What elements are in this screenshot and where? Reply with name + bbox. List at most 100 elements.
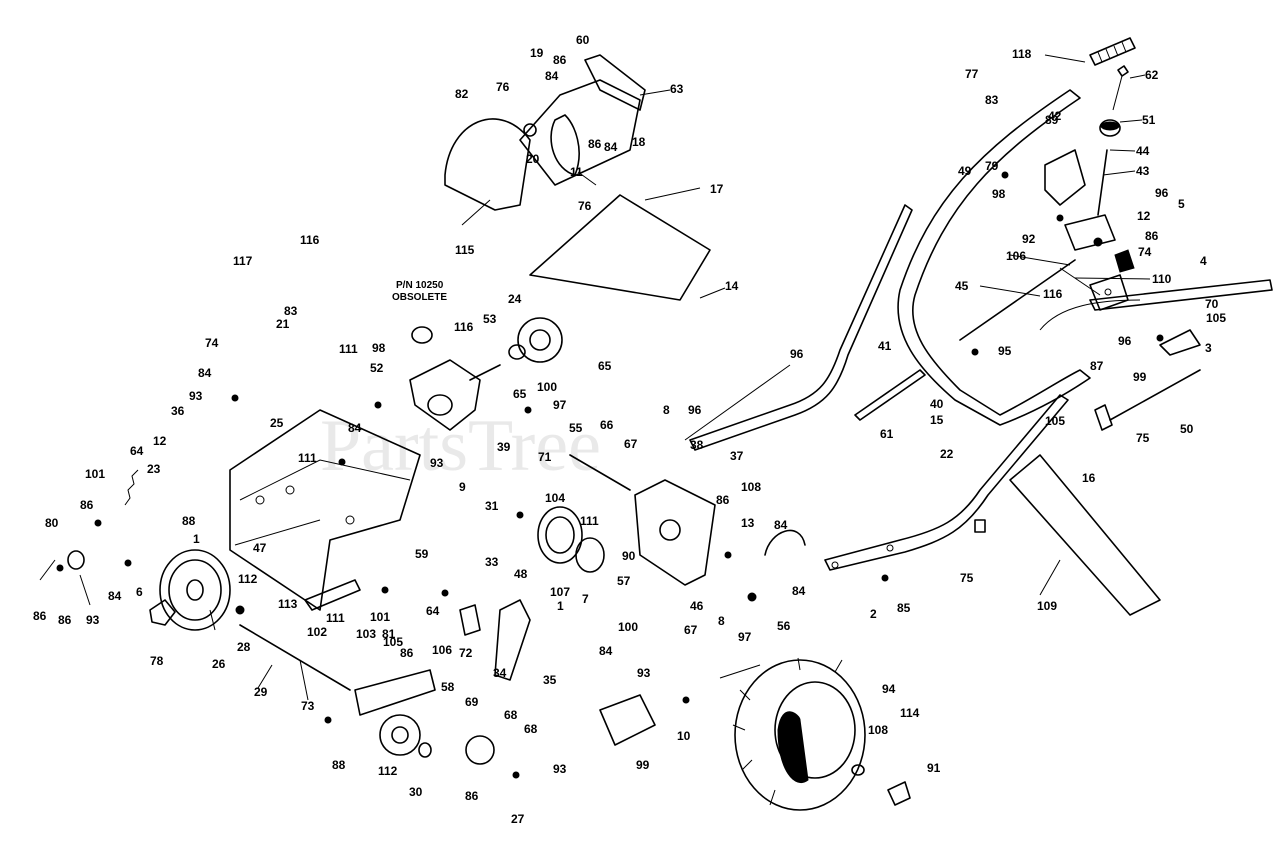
callout-55: 55 bbox=[569, 421, 583, 435]
callout-81: 81 bbox=[382, 627, 396, 641]
callout-31: 31 bbox=[485, 499, 499, 513]
callout-94: 94 bbox=[882, 682, 896, 696]
callout-63: 63 bbox=[670, 82, 684, 96]
cover-plate bbox=[529, 194, 711, 301]
callout-76: 76 bbox=[496, 80, 510, 94]
callout-23: 23 bbox=[147, 462, 161, 476]
callout-96: 96 bbox=[688, 403, 702, 417]
callout-100: 100 bbox=[537, 380, 557, 394]
callout-70: 70 bbox=[1205, 297, 1219, 311]
callout-69: 69 bbox=[465, 695, 479, 709]
callout-93: 93 bbox=[86, 613, 100, 627]
callout-layer: 1187783625144434289799849961286749210611… bbox=[33, 33, 1226, 826]
callout-108: 108 bbox=[741, 480, 761, 494]
callout-95: 95 bbox=[998, 344, 1012, 358]
cover bbox=[1009, 454, 1161, 616]
gear-case bbox=[634, 479, 716, 586]
callout-13: 13 bbox=[741, 516, 755, 530]
callout-53: 53 bbox=[483, 312, 497, 326]
callout-86: 86 bbox=[465, 789, 479, 803]
callout-4: 4 bbox=[1200, 254, 1207, 268]
callout-99: 99 bbox=[1133, 370, 1147, 384]
callout-93: 93 bbox=[637, 666, 651, 680]
belt-cover bbox=[444, 54, 646, 211]
callout-82: 82 bbox=[455, 87, 469, 101]
callout-15: 15 bbox=[930, 413, 944, 427]
callout-79: 79 bbox=[985, 159, 999, 173]
callout-109: 109 bbox=[1037, 599, 1057, 613]
callout-2: 2 bbox=[870, 607, 877, 621]
callout-98: 98 bbox=[992, 187, 1006, 201]
callout-84: 84 bbox=[604, 140, 618, 154]
callout-62: 62 bbox=[1145, 68, 1159, 82]
callout-86: 86 bbox=[1145, 229, 1159, 243]
callout-68: 68 bbox=[524, 722, 538, 736]
callout-57: 57 bbox=[617, 574, 631, 588]
callout-61: 61 bbox=[880, 427, 894, 441]
callout-1: 1 bbox=[193, 532, 200, 546]
main-housing bbox=[229, 409, 421, 611]
callout-86: 86 bbox=[80, 498, 94, 512]
callout-107: 107 bbox=[550, 585, 570, 599]
callout-86: 86 bbox=[588, 137, 602, 151]
watermark: PartsTree bbox=[320, 405, 601, 487]
callout-43: 43 bbox=[1136, 164, 1150, 178]
callout-90: 90 bbox=[622, 549, 636, 563]
callout-59: 59 bbox=[415, 547, 429, 561]
callout-45: 45 bbox=[955, 279, 969, 293]
note-line-2: OBSOLETE bbox=[392, 292, 447, 303]
callout-108: 108 bbox=[868, 723, 888, 737]
callout-84: 84 bbox=[108, 589, 122, 603]
callout-84: 84 bbox=[198, 366, 212, 380]
callout-113: 113 bbox=[278, 597, 298, 611]
callout-84: 84 bbox=[599, 644, 613, 658]
callout-85: 85 bbox=[897, 601, 911, 615]
callout-75: 75 bbox=[1136, 431, 1150, 445]
callout-65: 65 bbox=[513, 387, 527, 401]
callout-21: 21 bbox=[276, 317, 290, 331]
callout-106: 106 bbox=[1006, 249, 1026, 263]
callout-52: 52 bbox=[370, 361, 384, 375]
callout-73: 73 bbox=[301, 699, 315, 713]
callout-114: 114 bbox=[900, 706, 920, 720]
callout-8: 8 bbox=[663, 403, 670, 417]
callout-83: 83 bbox=[284, 304, 298, 318]
callout-12: 12 bbox=[153, 434, 167, 448]
callout-86: 86 bbox=[400, 646, 414, 660]
callout-105: 105 bbox=[1045, 414, 1065, 428]
callout-48: 48 bbox=[514, 567, 528, 581]
callout-41: 41 bbox=[878, 339, 892, 353]
callout-116: 116 bbox=[300, 233, 320, 247]
callout-93: 93 bbox=[553, 762, 567, 776]
callout-111: 111 bbox=[298, 451, 317, 465]
callout-49: 49 bbox=[958, 164, 972, 178]
callout-40: 40 bbox=[930, 397, 944, 411]
callout-86: 86 bbox=[33, 609, 47, 623]
callout-29: 29 bbox=[254, 685, 268, 699]
callout-8: 8 bbox=[718, 614, 725, 628]
callout-18: 18 bbox=[632, 135, 646, 149]
callout-100: 100 bbox=[618, 620, 638, 634]
callout-76: 76 bbox=[578, 199, 592, 213]
callout-74: 74 bbox=[205, 336, 219, 350]
callout-92: 92 bbox=[1022, 232, 1036, 246]
callout-105: 105 bbox=[383, 635, 403, 649]
callout-38: 38 bbox=[690, 438, 704, 452]
callout-84: 84 bbox=[348, 421, 362, 435]
callout-25: 25 bbox=[270, 416, 284, 430]
callout-33: 33 bbox=[485, 555, 499, 569]
callout-5: 5 bbox=[1178, 197, 1185, 211]
callout-111: 111 bbox=[326, 611, 345, 625]
callout-39: 39 bbox=[497, 440, 511, 454]
callout-111: 111 bbox=[339, 342, 358, 356]
callout-10: 10 bbox=[677, 729, 691, 743]
callout-9: 9 bbox=[459, 480, 466, 494]
callout-84: 84 bbox=[545, 69, 559, 83]
callout-88: 88 bbox=[332, 758, 346, 772]
callout-42: 42 bbox=[1048, 109, 1062, 123]
callout-17: 17 bbox=[710, 182, 724, 196]
callout-86: 86 bbox=[716, 493, 730, 507]
callout-84: 84 bbox=[774, 518, 788, 532]
callout-7: 7 bbox=[582, 592, 589, 606]
